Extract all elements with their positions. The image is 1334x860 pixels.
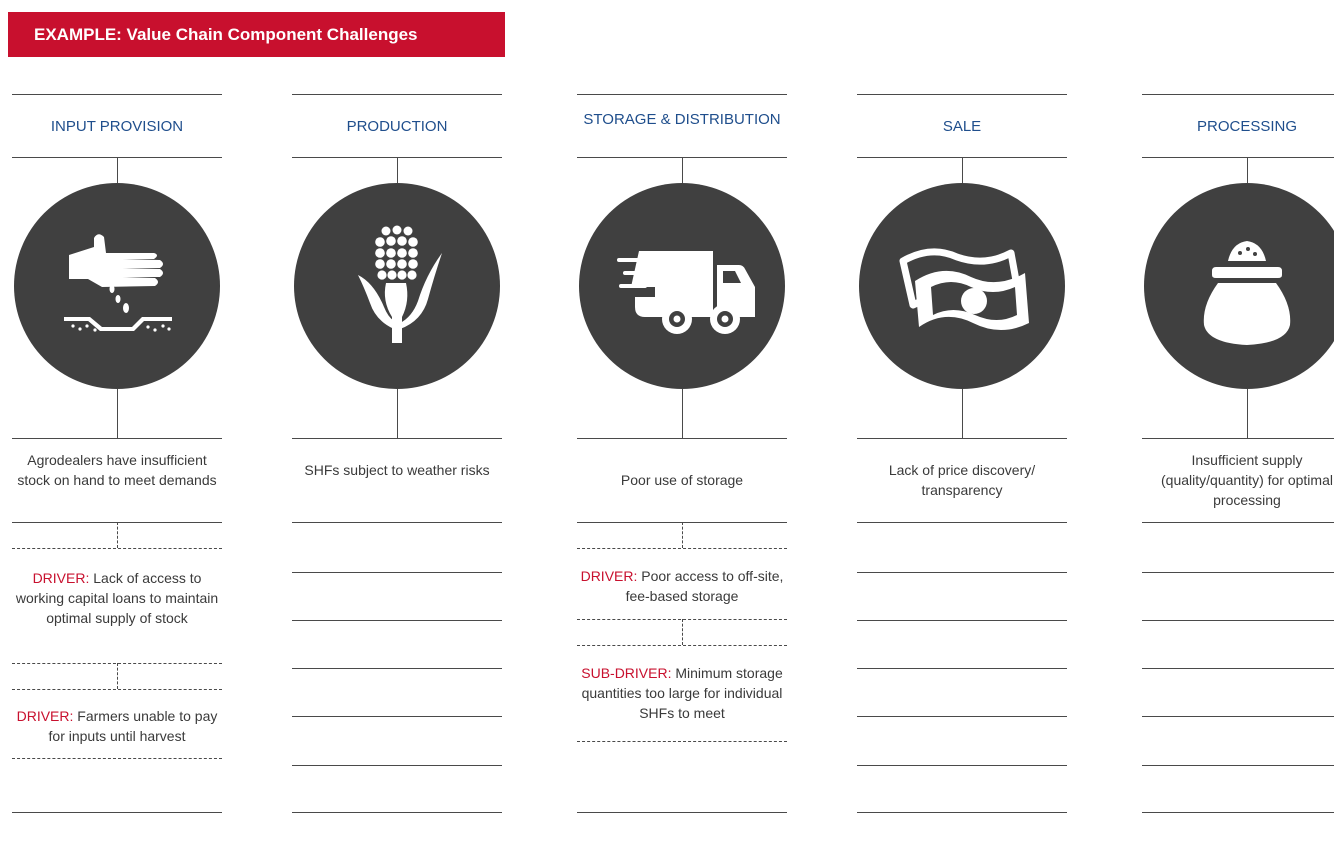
corn-cob-icon <box>358 225 442 343</box>
challenge-top-line <box>857 438 1067 439</box>
row-line <box>857 620 1067 621</box>
title-banner: EXAMPLE: Value Chain Component Challenge… <box>8 12 505 57</box>
row-line <box>857 765 1067 766</box>
row-line <box>1142 716 1334 717</box>
column-heading: STORAGE & DISTRIBUTION <box>583 111 781 128</box>
column-heading: PROCESSING <box>1196 118 1298 135</box>
connector-dash <box>117 522 118 548</box>
column-heading: SALE <box>942 118 982 135</box>
connector-line <box>117 157 118 183</box>
header-top-line <box>292 94 502 95</box>
driver-bottom-line <box>12 758 222 759</box>
column-bottom-line <box>1142 812 1334 813</box>
row-line <box>1142 522 1334 523</box>
connector-line <box>962 389 963 438</box>
driver-label: SUB-DRIVER: <box>581 665 672 681</box>
delivery-truck-icon <box>617 251 755 334</box>
connector-line <box>962 157 963 183</box>
row-line <box>1142 668 1334 669</box>
challenge-top-line <box>12 438 222 439</box>
driver-text: DRIVER: Lack of access to working capita… <box>12 568 222 628</box>
driver-top-line <box>12 548 222 549</box>
column-bottom-line <box>857 812 1067 813</box>
row-line <box>1142 620 1334 621</box>
driver-top-line <box>12 689 222 690</box>
connector-dash <box>682 619 683 645</box>
row-line <box>292 716 502 717</box>
connector-line <box>397 389 398 438</box>
challenge-top-line <box>1142 438 1334 439</box>
column-storage-distribution: STORAGE & DISTRIBUTION Poor use of stora… <box>577 0 787 860</box>
hand-sowing-seeds-icon <box>64 234 172 332</box>
driver-label: DRIVER: <box>32 570 90 586</box>
icon-circle <box>1144 183 1334 389</box>
row-line <box>1142 765 1334 766</box>
row-line <box>857 668 1067 669</box>
column-heading: PRODUCTION <box>346 118 448 135</box>
connector-dash <box>682 522 683 548</box>
driver-top-line <box>577 645 787 646</box>
connector-line <box>117 389 118 438</box>
icon-circle <box>294 183 500 389</box>
challenge-text: Poor use of storage <box>620 472 744 488</box>
icon-circle <box>14 183 220 389</box>
connector-dash <box>117 663 118 689</box>
column-sale: SALE Lack of price discovery/ transparen… <box>857 0 1067 860</box>
row-line <box>857 716 1067 717</box>
row-line <box>292 620 502 621</box>
header-top-line <box>12 94 222 95</box>
driver-text: DRIVER: Farmers unable to pay for inputs… <box>12 706 222 746</box>
driver-description: Poor access to off-site, fee-based stora… <box>625 568 784 604</box>
column-processing: PROCESSING Insufficient supply (quality/… <box>1142 0 1334 860</box>
icon-circle <box>579 183 785 389</box>
column-input-provision: INPUT PROVISION Agrodealers have insuffi… <box>12 0 222 860</box>
driver-text: SUB-DRIVER: Minimum storage quantities t… <box>577 663 787 723</box>
row-line <box>292 765 502 766</box>
challenge-text: Lack of price discovery/ transparency <box>888 462 1036 498</box>
driver-description: Minimum storage quantities too large for… <box>581 665 783 721</box>
driver-text: DRIVER: Poor access to off-site, fee-bas… <box>577 566 787 606</box>
header-top-line <box>577 94 787 95</box>
connector-line <box>682 157 683 183</box>
icon-circle <box>859 183 1065 389</box>
column-heading: INPUT PROVISION <box>50 118 184 135</box>
row-line <box>292 668 502 669</box>
column-bottom-line <box>12 812 222 813</box>
driver-description: Lack of access to working capital loans … <box>15 570 219 626</box>
challenge-top-line <box>292 438 502 439</box>
row-line <box>857 522 1067 523</box>
challenge-text: Agrodealers have insufficient stock on h… <box>17 452 217 488</box>
driver-bottom-line <box>577 741 787 742</box>
row-line <box>292 572 502 573</box>
page-title: EXAMPLE: Value Chain Component Challenge… <box>34 25 418 44</box>
challenge-text: Insufficient supply (quality/quantity) f… <box>1161 452 1333 508</box>
row-line <box>1142 572 1334 573</box>
connector-line <box>1247 389 1248 438</box>
column-bottom-line <box>292 812 502 813</box>
header-top-line <box>1142 94 1334 95</box>
driver-label: DRIVER: <box>580 568 638 584</box>
header-top-line <box>857 94 1067 95</box>
row-line <box>857 572 1067 573</box>
column-production: PRODUCTION SHFs subject to weather risks <box>292 0 502 860</box>
connector-line <box>1247 157 1248 183</box>
column-bottom-line <box>577 812 787 813</box>
driver-description: Farmers unable to pay for inputs until h… <box>48 708 218 744</box>
connector-line <box>397 157 398 183</box>
row-line <box>292 522 502 523</box>
challenge-text: SHFs subject to weather risks <box>304 462 490 478</box>
driver-label: DRIVER: <box>16 708 74 724</box>
header-bottom-line <box>1142 157 1334 158</box>
challenge-top-line <box>577 438 787 439</box>
driver-top-line <box>577 548 787 549</box>
money-bills-icon <box>899 248 1029 330</box>
connector-line <box>682 389 683 438</box>
grain-sack-icon <box>1203 241 1291 345</box>
